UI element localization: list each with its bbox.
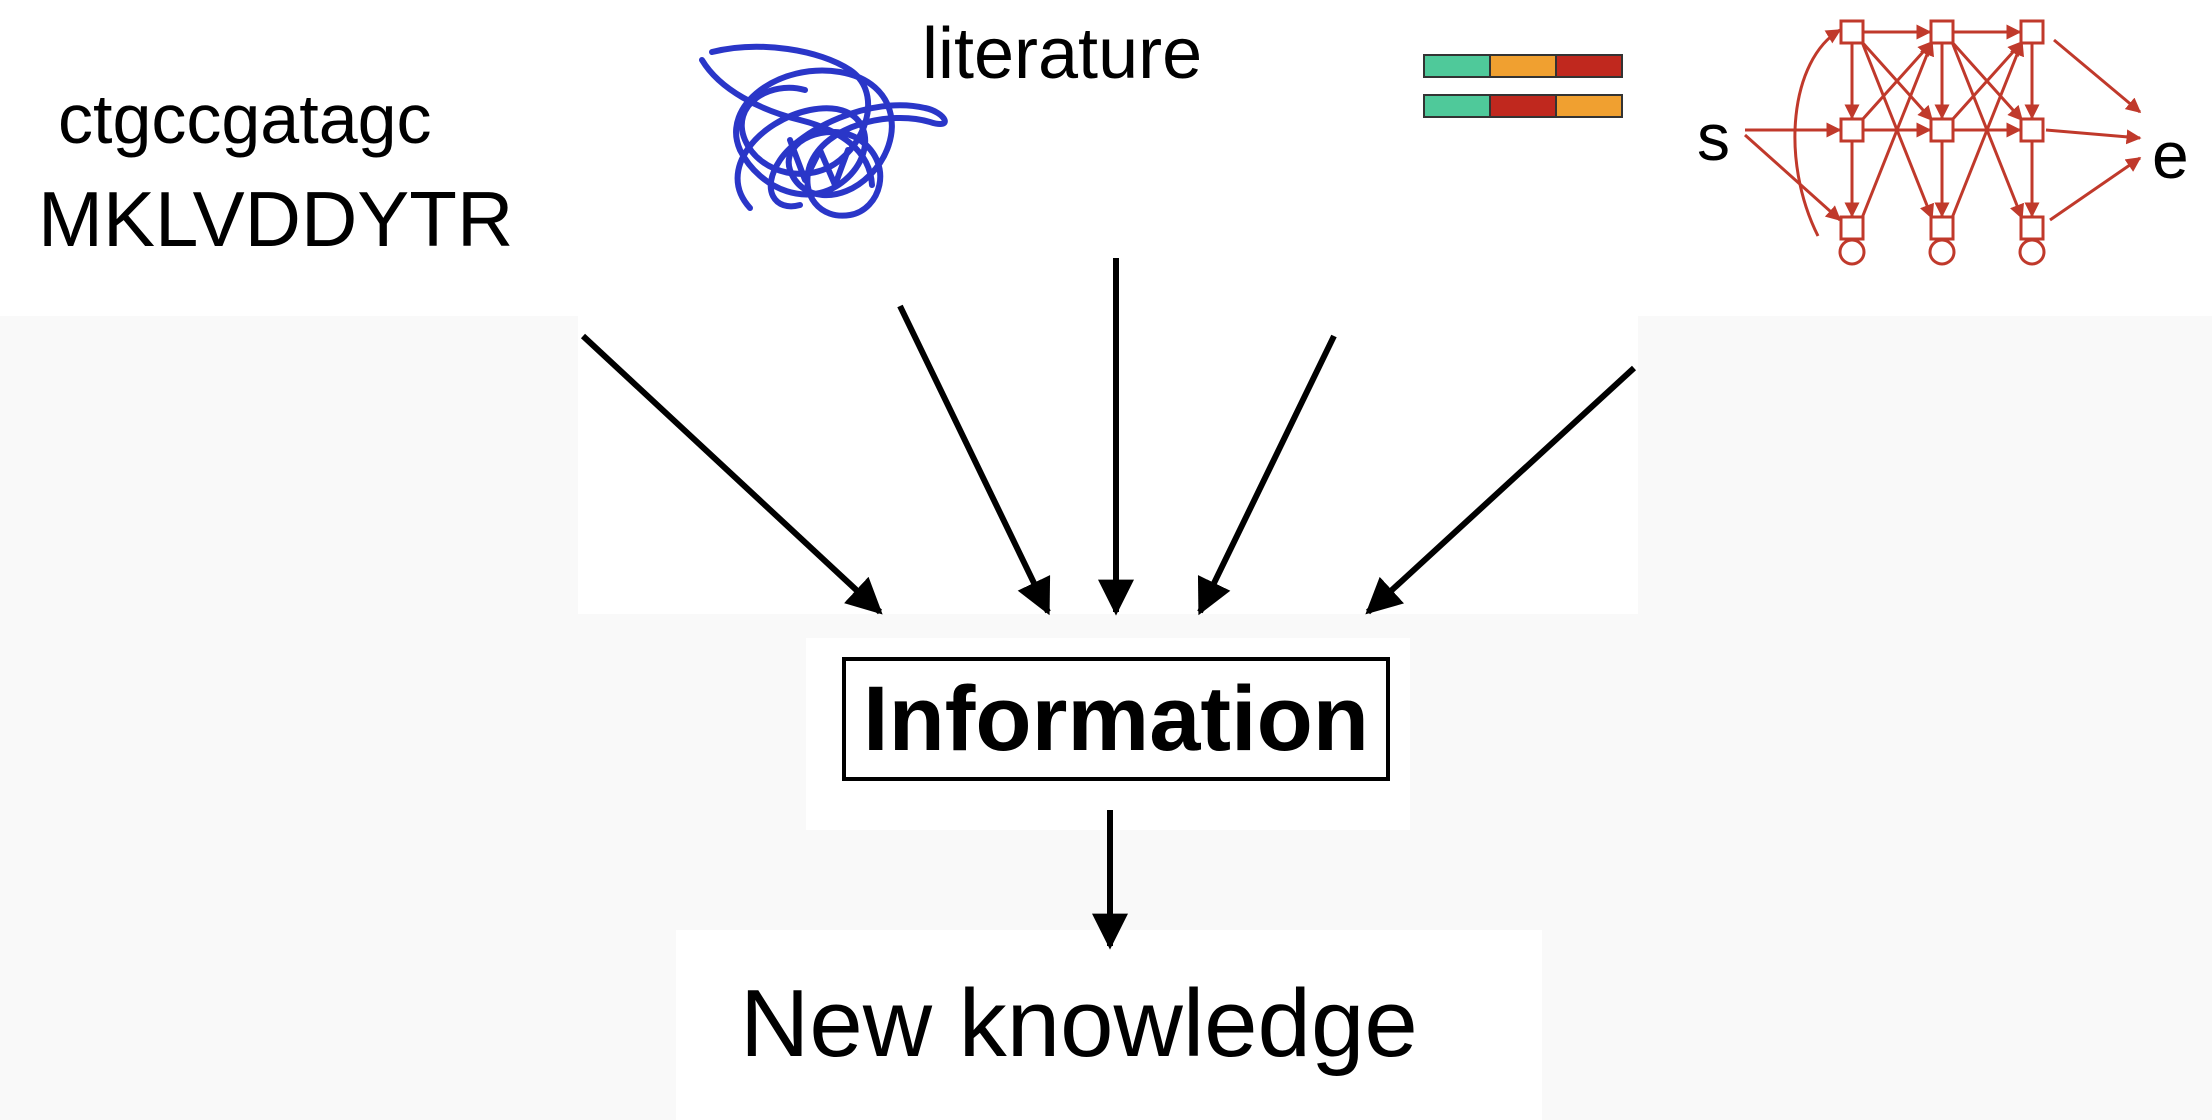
network-node: [1929, 19, 1955, 45]
bar-segment: [1555, 54, 1623, 78]
colored-bars-icon: [1423, 54, 1623, 118]
network-edge: [1860, 41, 1934, 220]
arrow-from-network: [1365, 365, 1637, 615]
information-box: Information: [842, 657, 1390, 781]
arrows-panel: [578, 316, 1638, 614]
network-node: [1839, 117, 1865, 143]
protein-sequence-text: MKLVDDYTR: [38, 175, 514, 263]
network-node: [1839, 19, 1865, 45]
arrow-from-literature: [897, 304, 1051, 616]
arrow-from-sequence: [580, 333, 883, 615]
network-start-label: s: [1697, 100, 1730, 174]
bar-segment: [1555, 94, 1623, 118]
network-node: [2019, 117, 2045, 143]
top-panel: [0, 0, 2212, 316]
network-edge: [1950, 41, 2024, 220]
network-node: [1839, 215, 1865, 241]
bar-segment: [1489, 94, 1557, 118]
converging-arrows: [580, 258, 1637, 616]
result-panel: [676, 930, 1542, 1120]
network-node: [2019, 19, 2045, 45]
network-edge: [2049, 156, 2142, 222]
network-node: [1929, 215, 1955, 241]
network-node: [2019, 215, 2045, 241]
arrow-from-bars: [1197, 334, 1337, 616]
network-edge: [2053, 38, 2142, 114]
dna-sequence-text: ctgccgatagc: [58, 80, 432, 158]
network-node: [1838, 238, 1866, 266]
network-edge: [1793, 28, 1842, 237]
bar-segment: [1489, 54, 1557, 78]
literature-label: literature: [922, 14, 1203, 94]
network-end-label: e: [2152, 118, 2189, 192]
new-knowledge-label: New knowledge: [740, 970, 1418, 1077]
network-diagram-icon: [1743, 19, 2142, 266]
network-edge: [1743, 133, 1842, 222]
network-node: [2018, 238, 2046, 266]
literature-scribble-icon: [699, 43, 948, 219]
bar-segment: [1423, 94, 1491, 118]
network-edge: [2045, 128, 2142, 145]
network-node: [1929, 117, 1955, 143]
network-node: [1928, 238, 1956, 266]
bar-segment: [1423, 54, 1491, 78]
